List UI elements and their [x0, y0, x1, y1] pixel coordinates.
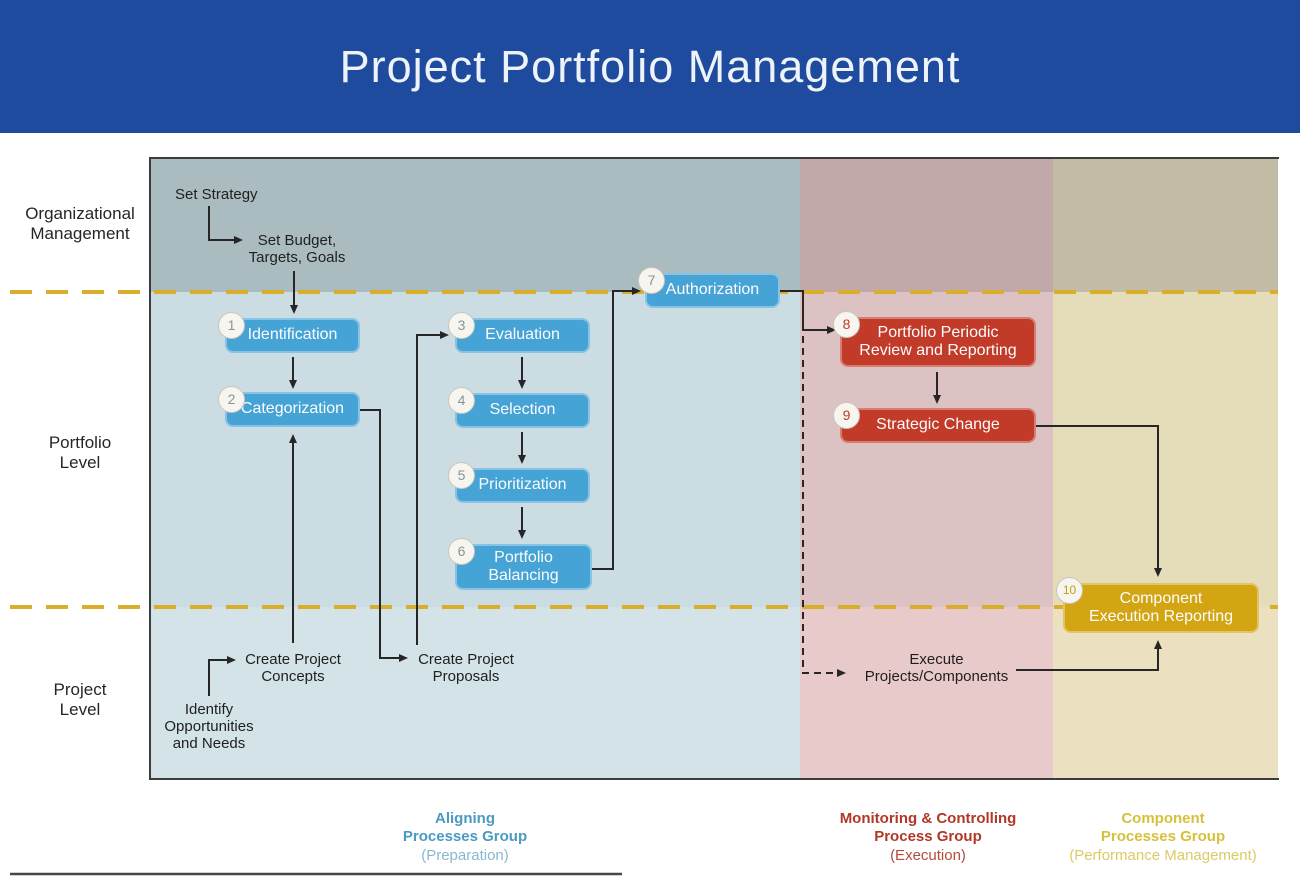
column-label-subtitle: (Performance Management)	[1069, 847, 1257, 864]
column-label-name: Monitoring & Controlling Process Group	[839, 810, 1017, 845]
process-box-label: Authorization	[665, 281, 760, 299]
arrow-strategic-change-to-reporting	[1036, 425, 1162, 577]
row-label-organizational-management: Organizational Management	[25, 204, 135, 244]
cell-portfolio-component	[1053, 292, 1278, 607]
process-box-selection: 4 Selection	[448, 387, 590, 428]
process-box-label: Categorization	[240, 400, 345, 418]
step-number-badge: 8	[833, 311, 860, 338]
column-label-subtitle: (Preparation)	[421, 847, 509, 864]
annotation-identify-opportunities: Identify Opportunities and Needs	[164, 701, 254, 753]
annotation-set-budget-targets-goals: Set Budget, Targets, Goals	[248, 232, 346, 267]
cell-org-component	[1053, 158, 1278, 292]
cell-org-aligning	[151, 158, 800, 292]
annotation-set-strategy: Set Strategy	[175, 186, 258, 203]
arrow-strategy-to-budget	[208, 206, 243, 244]
process-box-label: Component Execution Reporting	[1088, 589, 1234, 625]
process-box-portfolio-balancing: 6 Portfolio Balancing	[448, 538, 592, 590]
arrow-identify-to-concepts	[208, 656, 236, 696]
column-label-subtitle: (Execution)	[890, 847, 966, 864]
process-box-label: Identification	[247, 326, 338, 344]
row-label-portfolio-level: Portfolio Level	[48, 433, 112, 473]
cell-project-aligning	[151, 607, 800, 779]
process-box-strategic-change: 9 Strategic Change	[833, 402, 1036, 443]
annotation-create-project-concepts: Create Project Concepts	[245, 651, 341, 686]
process-box-component-execution-reporting: 10 Component Execution Reporting	[1056, 577, 1259, 633]
annotation-create-project-proposals: Create Project Proposals	[418, 651, 514, 686]
step-number-badge: 6	[448, 538, 475, 565]
step-number-badge: 4	[448, 387, 475, 414]
column-label-monitoring-controlling: Monitoring & Controlling Process Group (…	[788, 792, 1068, 876]
process-box-portfolio-periodic-review: 8 Portfolio Periodic Review and Reportin…	[833, 311, 1036, 367]
arrow-balancing-to-authorization	[592, 287, 641, 570]
step-number-badge: 1	[218, 312, 245, 339]
column-label-component: Component Processes Group (Performance M…	[1023, 792, 1300, 876]
annotation-execute-projects-components: Execute Projects/Components	[864, 651, 1009, 686]
process-box-label: Prioritization	[478, 476, 567, 494]
process-box-label: Portfolio Periodic Review and Reporting	[859, 323, 1017, 359]
arrow-categorization-to-proposals	[360, 409, 408, 662]
process-box-evaluation: 3 Evaluation	[448, 312, 590, 353]
row-label-project-level: Project Level	[53, 680, 107, 720]
process-box-label: Portfolio Balancing	[488, 548, 559, 584]
cell-project-monitoring	[800, 607, 1053, 779]
step-number-badge: 10	[1056, 577, 1083, 604]
title-bar: Project Portfolio Management	[0, 0, 1300, 133]
process-box-label: Selection	[489, 401, 556, 419]
process-box-label: Strategic Change	[876, 416, 1000, 434]
step-number-badge: 7	[638, 267, 665, 294]
step-number-badge: 3	[448, 312, 475, 339]
step-number-badge: 9	[833, 402, 860, 429]
column-label-name: Component Processes Group	[1100, 810, 1226, 845]
process-box-label: Evaluation	[485, 326, 560, 344]
arrow-authorization-to-review	[780, 290, 836, 334]
page-title: Project Portfolio Management	[339, 40, 961, 92]
arrow-proposals-to-evaluation	[416, 331, 449, 645]
cell-project-component	[1053, 607, 1278, 779]
column-label-name: Aligning Processes Group	[402, 810, 528, 845]
process-box-categorization: 2 Categorization	[218, 386, 360, 427]
arrow-dashed-authorization-to-execute	[802, 336, 846, 677]
process-box-authorization: 7 Authorization	[638, 267, 780, 308]
column-label-aligning: Aligning Processes Group (Preparation)	[325, 792, 605, 876]
cell-org-monitoring	[800, 158, 1053, 292]
arrow-execute-to-reporting	[1016, 640, 1162, 671]
step-number-badge: 5	[448, 462, 475, 489]
process-box-identification: 1 Identification	[218, 312, 360, 353]
step-number-badge: 2	[218, 386, 245, 413]
process-box-prioritization: 5 Prioritization	[448, 462, 590, 503]
